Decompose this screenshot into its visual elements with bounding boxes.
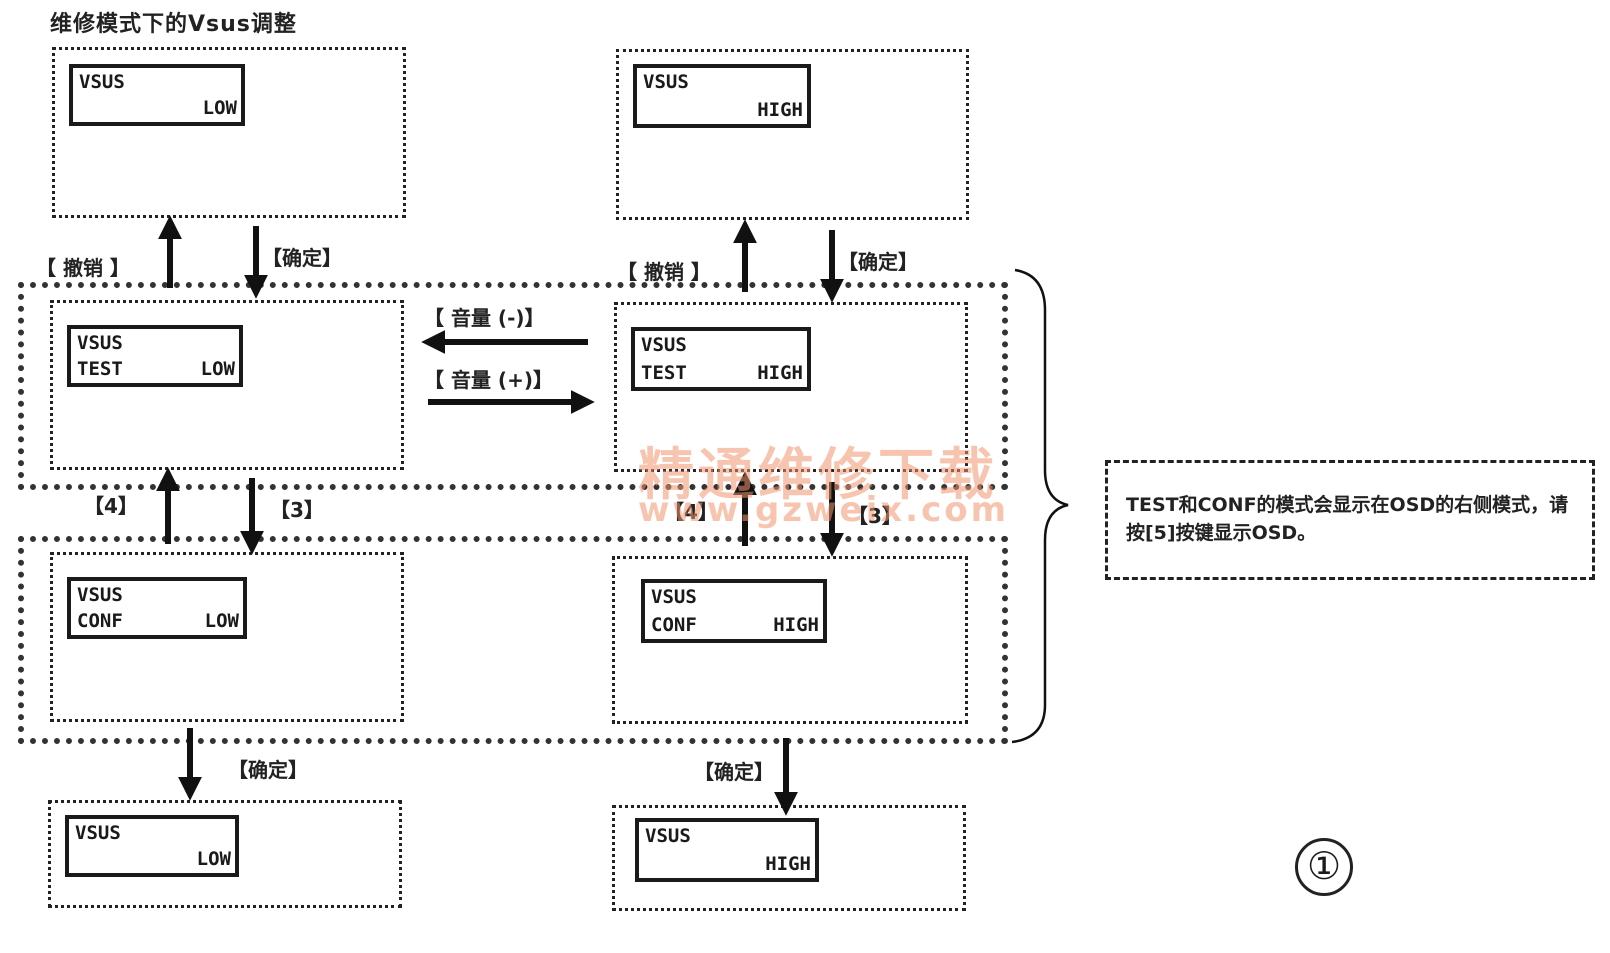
osd-line2: CONF xyxy=(77,610,123,632)
screen-bottom-left: VSUS LOW xyxy=(48,800,402,908)
label-confirm-right: 【确定】 xyxy=(838,250,918,274)
osd-line1: VSUS xyxy=(641,334,687,356)
label-confirm-left: 【确定】 xyxy=(262,246,342,270)
diagram-title: 维修模式下的Vsus调整 xyxy=(50,12,297,37)
osd-box: VSUS LOW xyxy=(69,64,245,126)
osd-line2: CONF xyxy=(651,614,697,636)
screen-bottom-right: VSUS HIGH xyxy=(612,805,966,911)
osd-box: VSUS HIGH xyxy=(635,818,819,882)
osd-value: HIGH xyxy=(773,614,819,636)
watermark-text: 精通维修下载 xyxy=(638,442,998,508)
osd-box: VSUS LOW xyxy=(65,815,239,877)
conf-mode-group xyxy=(18,536,1008,744)
screen-top-right: VSUS HIGH xyxy=(616,49,969,220)
figure-number: ① xyxy=(1295,838,1353,896)
screen-test-high: VSUS TEST HIGH xyxy=(614,302,968,472)
label-key3-left: 【3】 xyxy=(270,498,324,522)
osd-line1: VSUS xyxy=(77,584,123,606)
label-confirm-bottom-left: 【确定】 xyxy=(228,758,308,782)
osd-box: VSUS TEST HIGH xyxy=(631,327,811,391)
osd-line1: VSUS xyxy=(643,71,689,93)
label-switch-minus: 【 音量 (-)】 xyxy=(424,306,545,330)
osd-box: VSUS CONF HIGH xyxy=(641,579,827,643)
osd-value: HIGH xyxy=(765,853,811,875)
label-key4-right: 【4】 xyxy=(664,500,718,524)
osd-box: VSUS HIGH xyxy=(633,64,811,128)
osd-value: LOW xyxy=(196,848,231,870)
osd-line1: VSUS xyxy=(651,586,697,608)
osd-box: VSUS TEST LOW xyxy=(67,325,243,387)
screen-conf-high: VSUS CONF HIGH xyxy=(612,556,968,724)
osd-line1: VSUS xyxy=(75,822,121,844)
osd-line2: TEST xyxy=(77,358,123,380)
label-key4-left: 【4】 xyxy=(84,494,138,518)
osd-value: HIGH xyxy=(757,362,803,384)
label-cancel-left: 【 撤销 】 xyxy=(36,256,130,280)
screen-conf-low: VSUS CONF LOW xyxy=(50,552,404,722)
osd-box: VSUS CONF LOW xyxy=(67,577,247,639)
osd-line1: VSUS xyxy=(77,332,123,354)
test-mode-group xyxy=(18,282,1008,490)
osd-value: HIGH xyxy=(757,99,803,121)
label-confirm-bottom-right: 【确定】 xyxy=(694,760,774,784)
screen-test-low: VSUS TEST LOW xyxy=(50,300,404,470)
osd-line1: VSUS xyxy=(79,71,125,93)
label-cancel-right: 【 撤销 】 xyxy=(617,260,711,284)
screen-top-left: VSUS LOW xyxy=(52,47,406,218)
watermark-url: www.gzweix.com xyxy=(638,490,1010,530)
note-box: TEST和CONF的模式会显示在OSD的右侧模式，请按[5]按键显示OSD。 xyxy=(1105,460,1595,580)
osd-value: LOW xyxy=(202,97,237,119)
right-brace xyxy=(1011,268,1069,744)
osd-value: LOW xyxy=(204,610,239,632)
osd-value: LOW xyxy=(200,358,235,380)
osd-line1: VSUS xyxy=(645,825,691,847)
label-switch-plus: 【 音量 (+)】 xyxy=(424,368,553,392)
osd-line2: TEST xyxy=(641,362,687,384)
label-key3-right: 【3】 xyxy=(848,504,902,528)
